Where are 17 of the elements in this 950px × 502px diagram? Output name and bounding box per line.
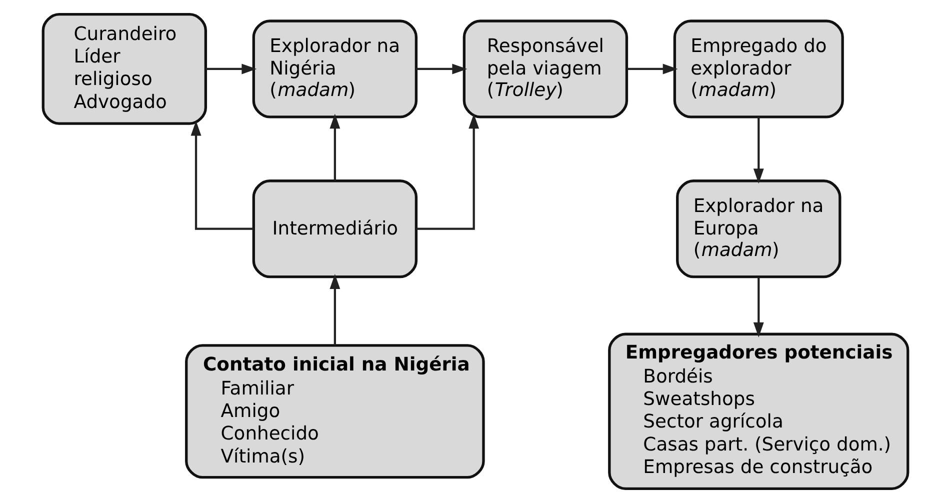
arrow: [752, 116, 764, 184]
arrow: [329, 113, 340, 180]
arrow: [329, 274, 340, 345]
arrow: [416, 63, 467, 74]
node-box: Responsável pela viagem (Trolley): [462, 19, 628, 118]
node-box: Explorador na Europa (madam): [676, 179, 841, 278]
node-box: Explorador na Nigéria (madam): [252, 19, 418, 118]
node-box: Intermediário: [252, 179, 418, 278]
arrow: [626, 63, 678, 74]
arrow: [752, 276, 764, 337]
node-box: Contato inicial na Nigéria Familiar Amigo Conhecido Vítima(s): [184, 344, 484, 478]
node-box: Empregadores potenciais Bordéis Sweatshops Sector agrícola Casas part. (Serviço dom.) Empresas de construção: [608, 332, 909, 490]
node-box: Curandeiro Líder religioso Advogado: [41, 12, 207, 124]
node-box: Empregado do explorador (madam): [672, 19, 844, 118]
arrow: [205, 63, 256, 74]
arrow: [190, 120, 253, 230]
arrow: [416, 113, 479, 230]
